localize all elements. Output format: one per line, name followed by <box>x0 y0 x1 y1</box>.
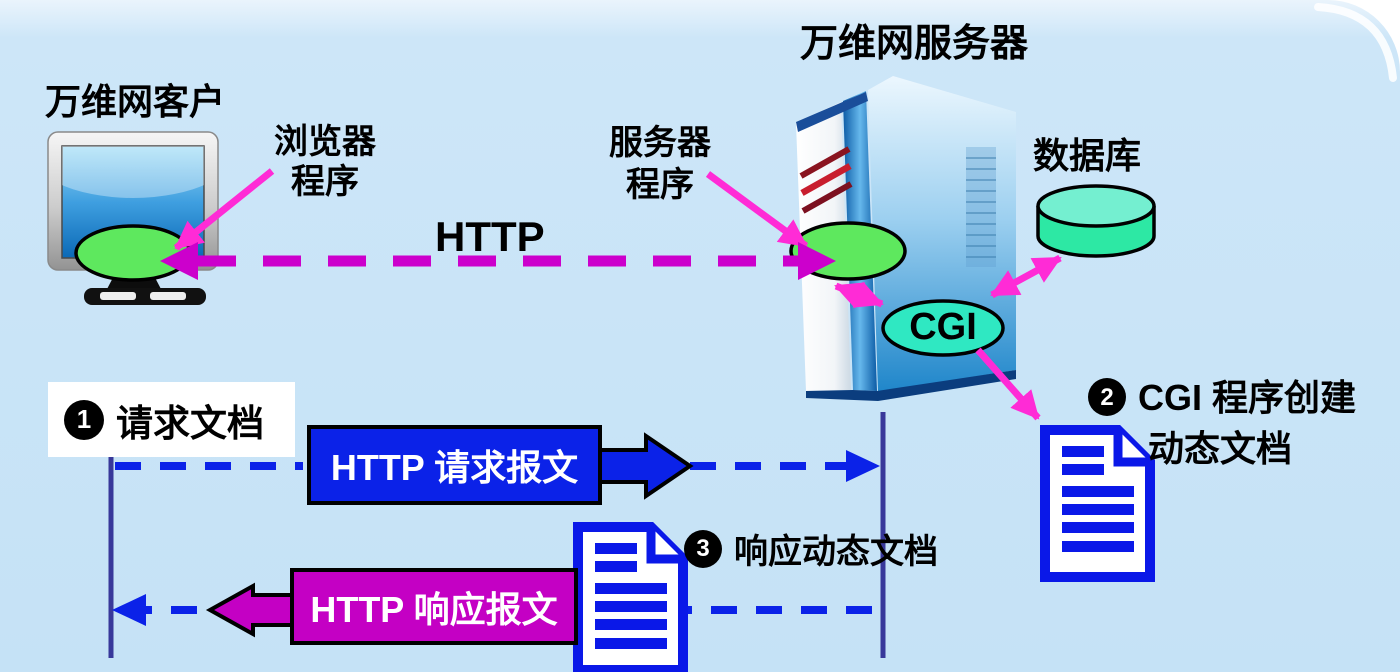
request-arrowhead-right-icon <box>846 450 880 482</box>
client-title: 万维网客户 <box>45 81 226 122</box>
cgi-document-icon <box>1040 425 1155 582</box>
step3-badge: 3 <box>684 529 722 568</box>
database-icon <box>1036 184 1156 258</box>
step1-badge: 1 <box>64 399 104 440</box>
response-message-label: HTTP 响应报文 <box>310 588 558 630</box>
browser-program-line2: 程序 <box>291 163 359 201</box>
response-message-box: HTTP 响应报文 <box>290 568 578 645</box>
step2-note: 2 CGI 程序创建 动态文档 <box>1088 372 1356 474</box>
browser-program-label: 浏览器 程序 <box>255 122 395 202</box>
browser-program-line1: 浏览器 <box>274 123 376 161</box>
request-message-arrow-icon <box>598 432 694 500</box>
cgi-document-arrow-icon <box>975 347 1041 421</box>
response-arrowhead-left-icon <box>112 594 146 626</box>
browser-process-ellipse <box>74 224 192 282</box>
step2-text: CGI 程序创建 动态文档 <box>1138 372 1356 474</box>
step2-badge: 2 <box>1088 378 1126 416</box>
cgi-label: CGI <box>909 306 977 348</box>
request-message-label: HTTP 请求报文 <box>330 447 579 488</box>
browser-label-arrow-icon <box>173 168 275 251</box>
step2-line2: 动态文档 <box>1148 428 1293 469</box>
http-dashed-link <box>160 242 836 280</box>
server-title: 万维网服务器 <box>800 23 1029 65</box>
server-program-line2: 程序 <box>626 166 694 204</box>
process-cgi-arrow-icon <box>834 281 884 309</box>
corner-gloss <box>1314 3 1397 82</box>
step3-text: 响应动态文档 <box>734 533 938 571</box>
cgi-database-arrow-icon <box>990 254 1062 299</box>
step1-text: 请求文档 <box>116 402 264 444</box>
request-message-box: HTTP 请求报文 <box>307 425 602 505</box>
cgi-ellipse <box>881 299 1005 357</box>
step1-note: 1 请求文档 <box>48 382 295 457</box>
server-label-arrow-icon <box>705 171 809 249</box>
dynamic-document-icon <box>573 522 688 672</box>
server-program-line1: 服务器 <box>609 124 711 162</box>
database-label: 数据库 <box>1033 135 1142 176</box>
step2-line1: CGI 程序创建 <box>1138 377 1357 418</box>
server-program-label: 服务器 程序 <box>590 122 730 206</box>
response-message-arrow-icon <box>205 582 295 638</box>
step3-note: 3 响应动态文档 <box>684 524 938 573</box>
http-protocol-label: HTTP <box>435 213 545 260</box>
